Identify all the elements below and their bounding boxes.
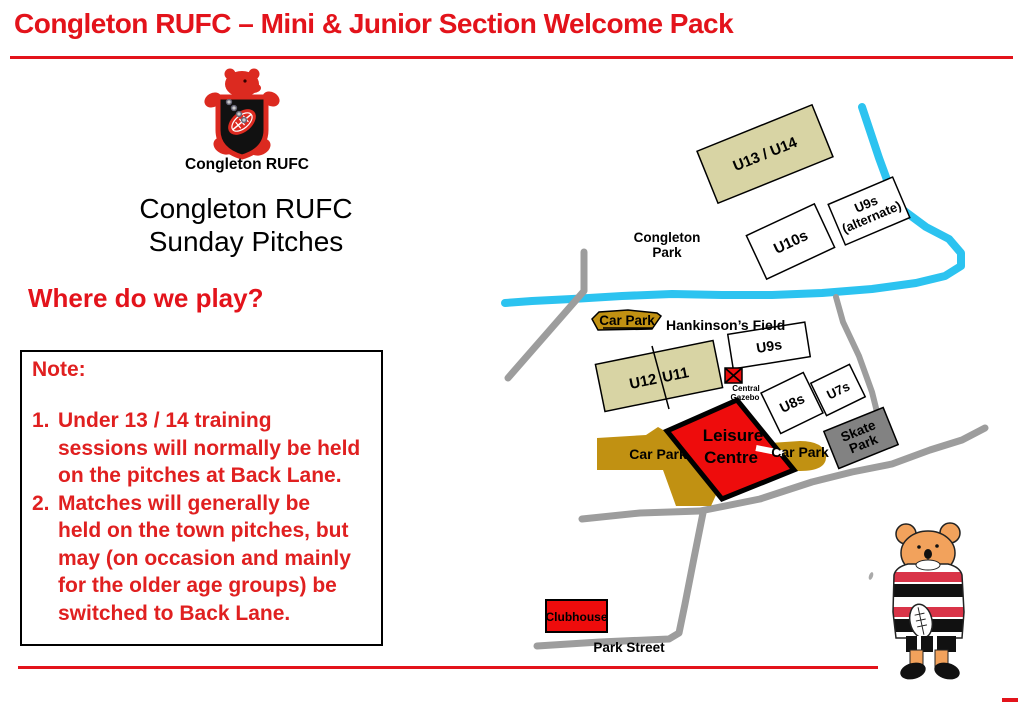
congleton-park-label: Congleton — [634, 230, 701, 245]
pitch-shape — [745, 202, 836, 281]
pitch-u10s: U10s — [745, 202, 836, 281]
clubhouse: Clubhouse — [545, 599, 608, 633]
pitch-u7s: U7s — [809, 363, 867, 417]
club-crest: Congleton RUFC — [185, 68, 309, 173]
question-heading: Where do we play? — [28, 283, 264, 313]
pitch-u9s: U9s — [726, 321, 812, 370]
note-item-text: Matches will generally be held on the to… — [58, 491, 351, 625]
mascot-bear — [868, 522, 965, 680]
pitch-shape — [760, 371, 824, 435]
pitch-u9s-alternate: U9s (alternate) — [827, 176, 911, 246]
gazebo-label: Central — [732, 384, 760, 393]
bear-rugby-ball — [908, 603, 934, 639]
bear-eye — [935, 544, 939, 548]
clubhouse-shape — [545, 599, 608, 633]
pitch-shape — [827, 176, 911, 246]
mascot-stray-mark — [868, 572, 874, 580]
road-top-left — [504, 248, 588, 382]
bear-foot — [900, 662, 926, 680]
title-rule — [10, 56, 1013, 59]
leisure-centre: Leisure Centre — [663, 396, 799, 503]
road-park-street — [533, 509, 707, 650]
bottom-rule-dash — [1002, 698, 1018, 702]
bear-foot — [934, 662, 960, 680]
pitch-divider — [651, 345, 670, 410]
gazebo-cross — [724, 367, 743, 384]
pitch-u13-u14: U13 / U14 — [696, 103, 834, 205]
pitch-u8s: U8s — [760, 371, 824, 435]
crest-bear-snout — [245, 83, 261, 93]
bear-nose — [924, 549, 932, 559]
park-street-label: Park Street — [593, 640, 665, 655]
crest-chain — [225, 98, 248, 124]
bear-collar — [915, 559, 941, 571]
leisure-centre-label: Centre — [704, 448, 758, 467]
pitch-label: U12 — [628, 371, 658, 393]
note-item-2: 2. Matches will generally be held on the… — [32, 490, 373, 628]
note-item-text: Under 13 / 14 training sessions will nor… — [58, 409, 361, 487]
crest-ball-stitch — [235, 121, 242, 129]
map-heading: Congleton RUFC Sunday Pitches — [139, 193, 353, 257]
pitch-shape — [726, 321, 812, 370]
car-park-hankinsons: Car Park — [591, 309, 663, 331]
bear-shorts-stripe — [933, 636, 937, 652]
note-box: Note: 1. Under 13 / 14 training sessions… — [20, 350, 383, 646]
road-main-sweep — [578, 424, 989, 523]
pitch-shape — [594, 339, 724, 413]
central-gazebo: Central Gazebo — [724, 367, 760, 402]
skate-park: Skate Park — [822, 406, 900, 470]
car-park-label: Car Park — [599, 313, 655, 328]
note-item-1: 1. Under 13 / 14 training sessions will … — [32, 407, 373, 490]
hankinsons-field-label: Hankinson’s Field — [666, 317, 785, 333]
clubhouse-label: Clubhouse — [546, 610, 608, 624]
bear-shorts-stripe — [917, 636, 921, 652]
bear-body-outline — [892, 563, 965, 639]
pitch-label: U11 — [661, 364, 691, 386]
leisure-centre-label: Leisure — [703, 426, 763, 445]
leisure-centre-shape — [663, 396, 799, 503]
crest-caption: Congleton RUFC — [185, 156, 309, 173]
bottom-rule — [18, 666, 878, 669]
note-item-number: 2. — [32, 491, 50, 515]
note-title: Note: — [32, 358, 86, 381]
pitch-shape — [696, 103, 834, 205]
road-right — [833, 294, 880, 415]
car-park-left-label: Car Park — [629, 446, 687, 462]
ball-stitches — [914, 607, 928, 635]
pitch-u12-u11: U12 U11 — [594, 339, 724, 413]
congleton-park-label: Park — [652, 245, 682, 260]
gazebo-label: Gazebo — [731, 393, 760, 402]
car-park-left-shape — [597, 427, 716, 506]
leisure-centre-notch — [755, 445, 785, 457]
page-title: Congleton RUFC – Mini & Junior Section W… — [14, 8, 734, 39]
crest-bear-eye — [243, 79, 247, 83]
car-park-right-label: Car Park — [771, 444, 829, 460]
skate-park-shape — [822, 406, 900, 470]
note-item-number: 1. — [32, 409, 50, 432]
pitch-label: U9s — [755, 336, 783, 356]
pitch-shape — [809, 363, 867, 417]
bear-eye — [917, 545, 921, 549]
car-park-shape — [591, 309, 663, 331]
